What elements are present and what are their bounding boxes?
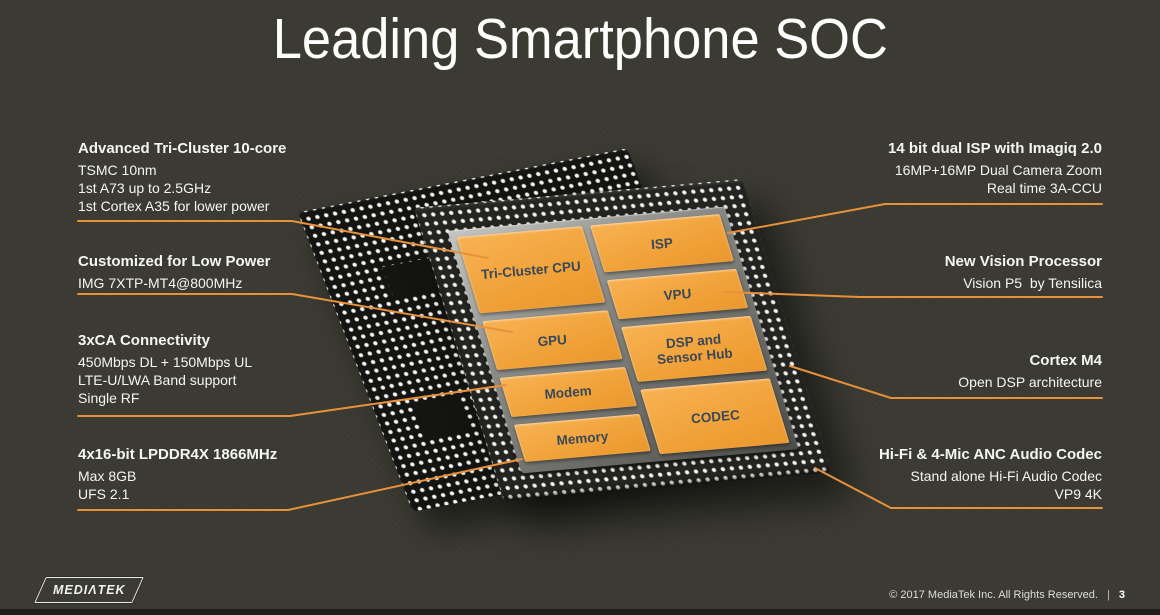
- page-title-text: Leading Smartphone SOC: [272, 7, 888, 71]
- callout-cortex-m4-title: Cortex M4: [1029, 352, 1102, 369]
- callout-vision-title: New Vision Processor: [944, 253, 1102, 270]
- chip-block-vpu: VPU: [606, 268, 749, 320]
- footer-separator: |: [1106, 589, 1110, 601]
- callout-isp-line: 16MP+16MP Dual Camera Zoom: [894, 162, 1102, 178]
- chip-block-gpu: GPU: [482, 310, 623, 371]
- callout-gpu-title: Customized for Low Power: [78, 253, 271, 270]
- callout-connectivity-title: 3xCA Connectivity: [78, 332, 210, 349]
- callout-cpu-line: TSMC 10nm: [78, 162, 157, 178]
- chip-block-codec: CODEC: [640, 378, 790, 455]
- chip-block-vpu-label: VPU: [662, 285, 692, 303]
- copyright: © 2017 MediaTek Inc. All Rights Reserved…: [889, 589, 1125, 601]
- chip-block-gpu-label: GPU: [537, 331, 568, 349]
- callout-vision-line: Vision P5 by Tensilica: [963, 275, 1102, 291]
- footer: MEDIΛTEK © 2017 MediaTek Inc. All Rights…: [0, 573, 1160, 615]
- chip-block-isp: ISP: [590, 214, 734, 273]
- callout-isp-title: 14 bit dual ISP with Imagiq 2.0: [888, 140, 1102, 157]
- callout-audio-title: Hi-Fi & 4-Mic ANC Audio Codec: [878, 446, 1102, 463]
- callout-isp: 14 bit dual ISP with Imagiq 2.0 16MP+16M…: [772, 139, 1102, 197]
- chip-block-cpu-label: Tri-Cluster CPU: [480, 257, 582, 282]
- bottom-edge-strip: [0, 609, 1160, 615]
- callout-cpu-line: 1st A73 up to 2.5GHz: [78, 180, 212, 196]
- callout-memory-line: UFS 2.1: [78, 486, 130, 502]
- callout-memory: 4x16-bit LPDDR4X 1866MHz Max 8GB UFS 2.1: [78, 445, 408, 503]
- chip-die: Tri-Cluster CPU GPU Modem Memory ISP VPU…: [447, 206, 799, 474]
- chip-pattern-patch: [413, 394, 472, 438]
- callout-isp-line: Real time 3A-CCU: [986, 180, 1102, 196]
- chip-block-modem-label: Modem: [544, 382, 593, 402]
- copyright-text: © 2017 MediaTek Inc. All Rights Reserved…: [889, 589, 1098, 601]
- callout-memory-title: 4x16-bit LPDDR4X 1866MHz: [78, 446, 278, 463]
- callout-cpu-title: Advanced Tri-Cluster 10-core: [78, 140, 287, 157]
- callout-gpu: Customized for Low Power IMG 7XTP-MT4@80…: [78, 252, 408, 292]
- callout-audio-line: Stand alone Hi-Fi Audio Codec: [910, 468, 1102, 484]
- callout-audio-line: VP9 4K: [1054, 486, 1102, 502]
- callout-connectivity: 3xCA Connectivity 450Mbps DL + 150Mbps U…: [78, 331, 408, 407]
- callout-cortex-m4: Cortex M4 Open DSP architecture: [772, 351, 1102, 391]
- callout-cpu: Advanced Tri-Cluster 10-core TSMC 10nm 1…: [78, 139, 408, 215]
- callout-vision: New Vision Processor Vision P5 by Tensil…: [772, 252, 1102, 292]
- callout-audio: Hi-Fi & 4-Mic ANC Audio Codec Stand alon…: [772, 445, 1102, 503]
- chip-block-modem: Modem: [499, 366, 638, 418]
- callout-cortex-m4-line: Open DSP architecture: [958, 374, 1102, 390]
- callout-memory-line: Max 8GB: [78, 468, 137, 484]
- mediatek-logo: MEDIΛTEK: [34, 577, 144, 603]
- page-title: Leading Smartphone SOC: [0, 6, 1160, 72]
- chip-block-isp-label: ISP: [650, 234, 674, 252]
- chip-block-memory: Memory: [513, 413, 651, 462]
- connector-isp: [727, 203, 1103, 234]
- callout-connectivity-line: Single RF: [78, 390, 140, 406]
- chip-block-dsp-sensor-hub: DSP and Sensor Hub: [621, 315, 768, 382]
- callout-connectivity-line: LTE-U/LWA Band support: [78, 372, 237, 388]
- connector-vpu: [723, 291, 1103, 298]
- page-number: 3: [1118, 589, 1125, 601]
- chip-block-cpu: Tri-Cluster CPU: [456, 226, 606, 314]
- callout-connectivity-line: 450Mbps DL + 150Mbps UL: [78, 354, 253, 370]
- chip-block-codec-label: CODEC: [689, 406, 740, 426]
- callout-cpu-line: 1st Cortex A35 for lower power: [78, 198, 270, 214]
- callout-gpu-line: IMG 7XTP-MT4@800MHz: [78, 275, 243, 291]
- chip-block-dsp-label: DSP and Sensor Hub: [656, 331, 734, 368]
- chip-block-memory-label: Memory: [555, 428, 609, 448]
- mediatek-logo-text: MEDIΛTEK: [52, 583, 126, 597]
